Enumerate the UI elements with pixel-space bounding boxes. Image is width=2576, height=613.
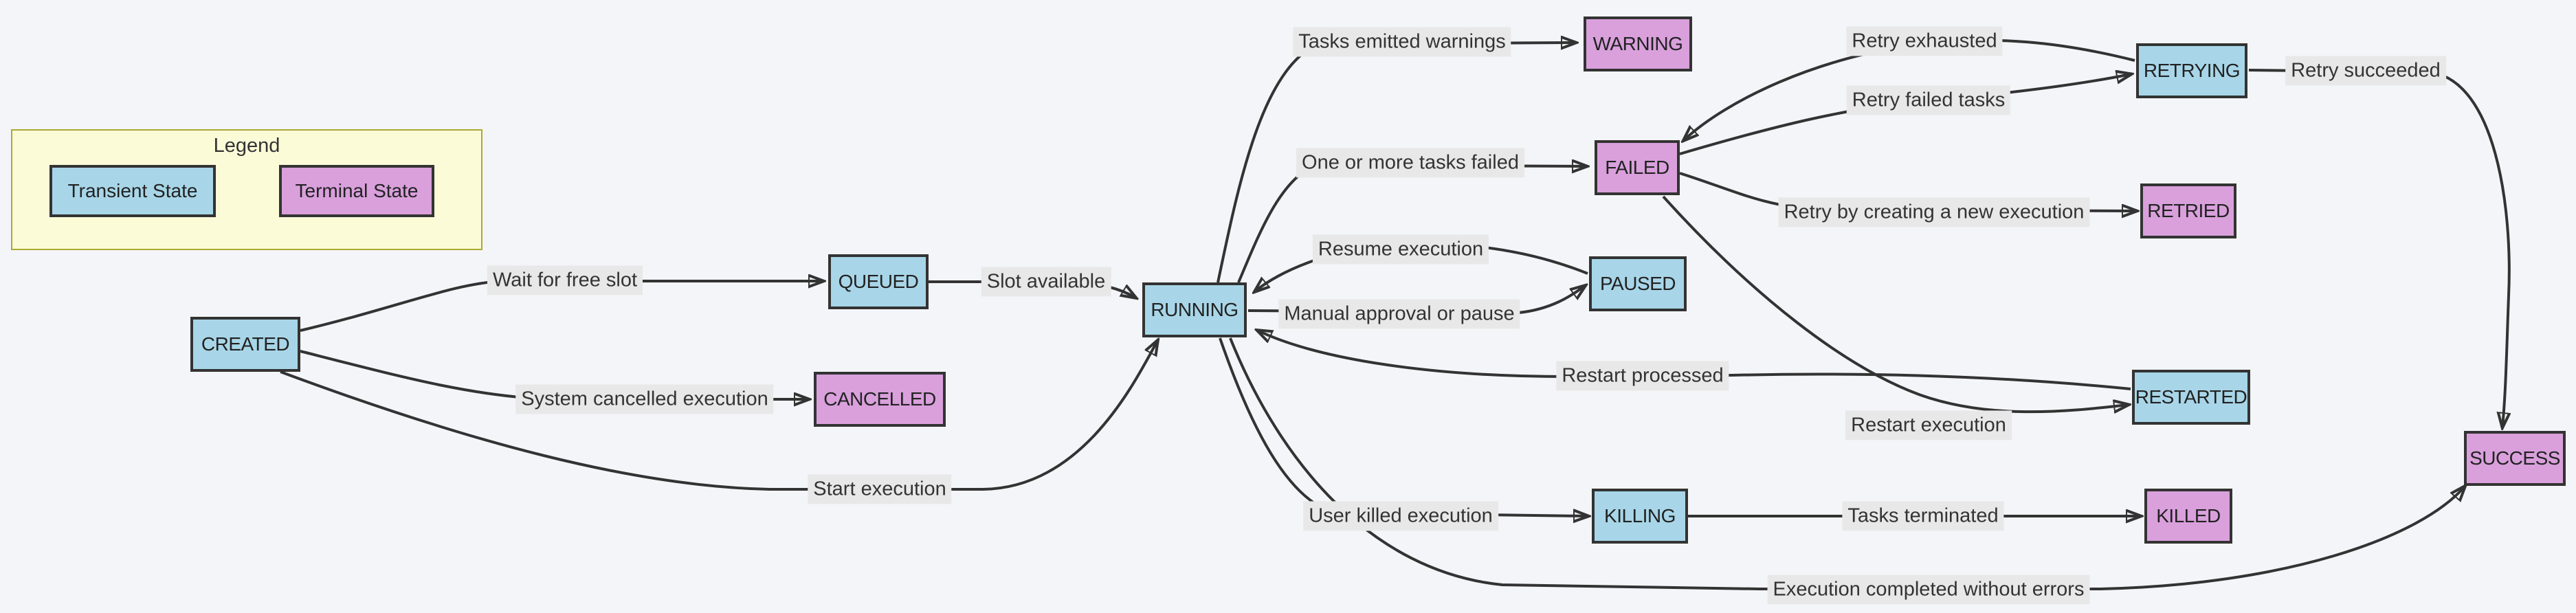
node-killed: KILLED: [2144, 489, 2232, 544]
edge-label-restart-processed: Restart processed: [1556, 361, 1729, 391]
edge-label-retry-failed-tasks: Retry failed tasks: [1846, 85, 2011, 115]
edge-label-retry-succeeded: Retry succeeded: [2285, 56, 2446, 86]
node-queued: QUEUED: [828, 254, 929, 309]
node-killing: KILLING: [1592, 489, 1688, 544]
edge-created-running: [280, 341, 1157, 491]
edge-retrying-success: [2248, 69, 2509, 427]
legend: Legend Transient State Terminal State: [11, 129, 482, 250]
edge-label-system-cancelled: System cancelled execution: [515, 384, 774, 414]
node-failed: FAILED: [1595, 140, 1680, 195]
edge-label-execution-completed: Execution completed without errors: [1767, 575, 2090, 605]
node-paused: PAUSED: [1589, 256, 1687, 311]
legend-item-transient: Transient State: [49, 165, 216, 217]
edge-label-one-or-more-tasks-failed: One or more tasks failed: [1296, 148, 1524, 178]
edge-label-slot-available: Slot available: [981, 267, 1111, 297]
edge-failed-restarted: [1662, 195, 2128, 412]
edge-running-paused: [1247, 286, 1585, 315]
edge-running-success: [1229, 337, 2465, 590]
edge-label-manual-approval: Manual approval or pause: [1278, 299, 1520, 329]
node-running: RUNNING: [1142, 282, 1247, 337]
edge-label-tasks-emitted-warnings: Tasks emitted warnings: [1293, 27, 1511, 57]
legend-item-terminal: Terminal State: [279, 165, 434, 217]
edge-label-start-execution: Start execution: [808, 474, 952, 504]
node-cancelled: CANCELLED: [814, 372, 946, 427]
edge-label-retry-by-creating: Retry by creating a new execution: [1778, 197, 2090, 227]
legend-transient-label: Transient State: [67, 180, 198, 201]
edge-label-retry-exhausted: Retry exhausted: [1846, 26, 2003, 56]
edge-label-user-killed: User killed execution: [1303, 501, 1498, 531]
legend-title: Legend: [213, 135, 280, 157]
node-restarted: RESTARTED: [2132, 370, 2250, 425]
node-retrying: RETRYING: [2136, 43, 2247, 98]
edge-label-tasks-terminated: Tasks terminated: [1842, 501, 2004, 531]
node-retried: RETRIED: [2140, 183, 2236, 238]
legend-terminal-label: Terminal State: [295, 180, 419, 201]
edge-restarted-running: [1258, 331, 2131, 390]
node-created: CREATED: [190, 317, 300, 372]
edge-running-failed: [1237, 165, 1586, 283]
edge-label-restart-execution: Restart execution: [1845, 410, 2012, 441]
node-warning: WARNING: [1584, 16, 1692, 71]
edge-label-wait-for-free-slot: Wait for free slot: [487, 265, 643, 296]
node-success: SUCCESS: [2464, 431, 2566, 486]
edge-label-resume-execution: Resume execution: [1312, 234, 1489, 265]
